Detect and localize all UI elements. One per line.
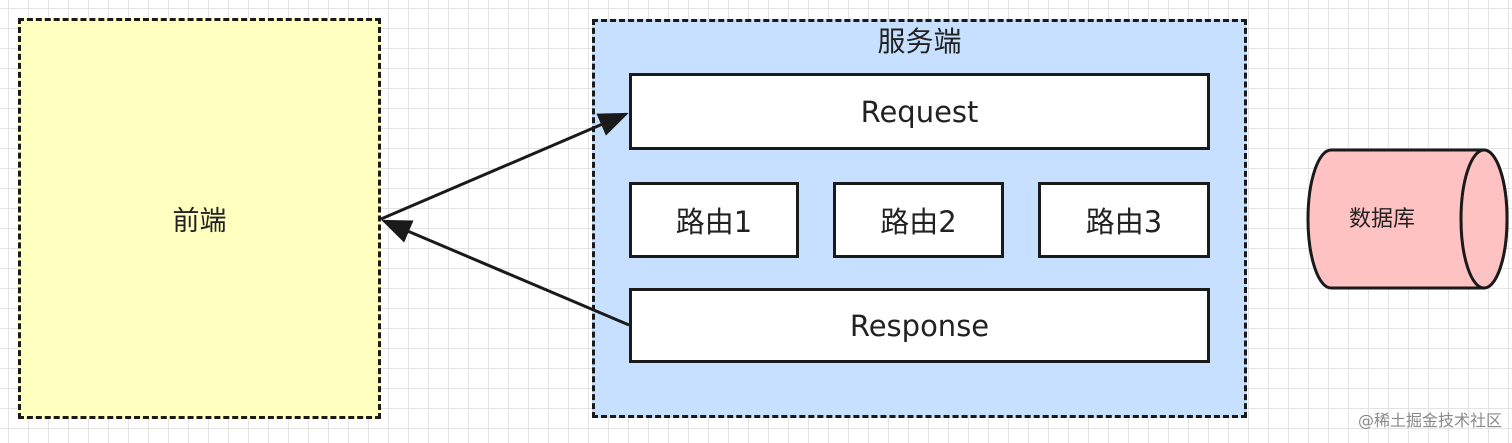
watermark-text: @稀土掘金技术社区 bbox=[1357, 411, 1502, 430]
route-2-box: 路由2 bbox=[833, 182, 1004, 258]
route-3-label: 路由3 bbox=[1085, 205, 1163, 239]
database-label: 数据库 bbox=[1348, 207, 1415, 232]
server-title: 服务端 bbox=[877, 25, 962, 58]
frontend-box: 前端 bbox=[18, 18, 381, 419]
route-1-box: 路由1 bbox=[629, 182, 799, 258]
request-label: Request bbox=[860, 94, 979, 129]
response-box: Response bbox=[629, 288, 1210, 363]
route-3-box: 路由3 bbox=[1038, 182, 1210, 258]
route-1-label: 路由1 bbox=[675, 205, 753, 239]
frontend-label: 前端 bbox=[172, 206, 227, 237]
request-arrow bbox=[380, 112, 629, 221]
response-label: Response bbox=[849, 308, 990, 343]
request-box: Request bbox=[629, 73, 1210, 150]
route-2-label: 路由2 bbox=[880, 205, 957, 239]
